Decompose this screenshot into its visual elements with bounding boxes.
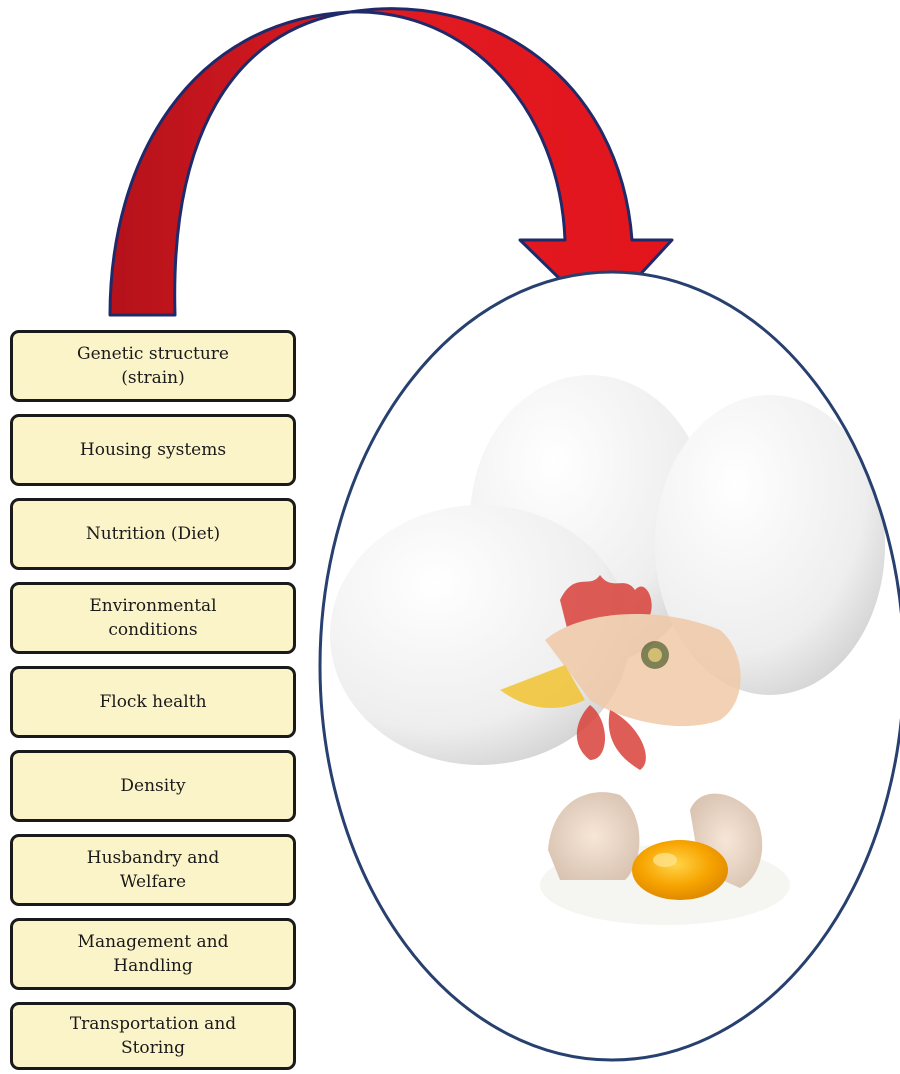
factor-list: Genetic structure (strain) Housing syste… bbox=[10, 330, 298, 1070]
curved-arrow-icon bbox=[110, 9, 672, 318]
factor-nutrition: Nutrition (Diet) bbox=[10, 498, 296, 570]
eggs-and-hen-illustration bbox=[300, 250, 900, 1074]
factor-density: Density bbox=[10, 750, 296, 822]
factor-housing-systems: Housing systems bbox=[10, 414, 296, 486]
factor-transportation-storing: Transportation and Storing bbox=[10, 1002, 296, 1070]
factor-management-handling: Management and Handling bbox=[10, 918, 296, 990]
factor-environmental-conditions: Environmental conditions bbox=[10, 582, 296, 654]
factor-flock-health: Flock health bbox=[10, 666, 296, 738]
factor-genetic-structure: Genetic structure (strain) bbox=[10, 330, 296, 402]
factor-husbandry-welfare: Husbandry and Welfare bbox=[10, 834, 296, 906]
